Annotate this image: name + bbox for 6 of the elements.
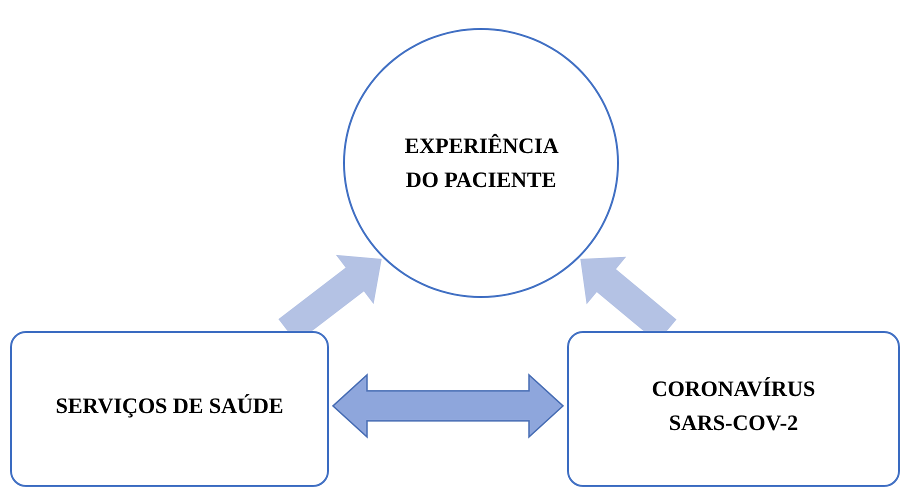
node-label: CORONAVÍRUS SARS-COV-2 (650, 374, 816, 437)
node-label: EXPERIÊNCIA DO PACIENTE (404, 132, 558, 194)
node-label: SERVIÇOS DE SAÚDE (56, 392, 284, 420)
double-block-arrow (332, 373, 564, 439)
rounded-box (10, 331, 329, 487)
rounded-box (567, 331, 900, 487)
